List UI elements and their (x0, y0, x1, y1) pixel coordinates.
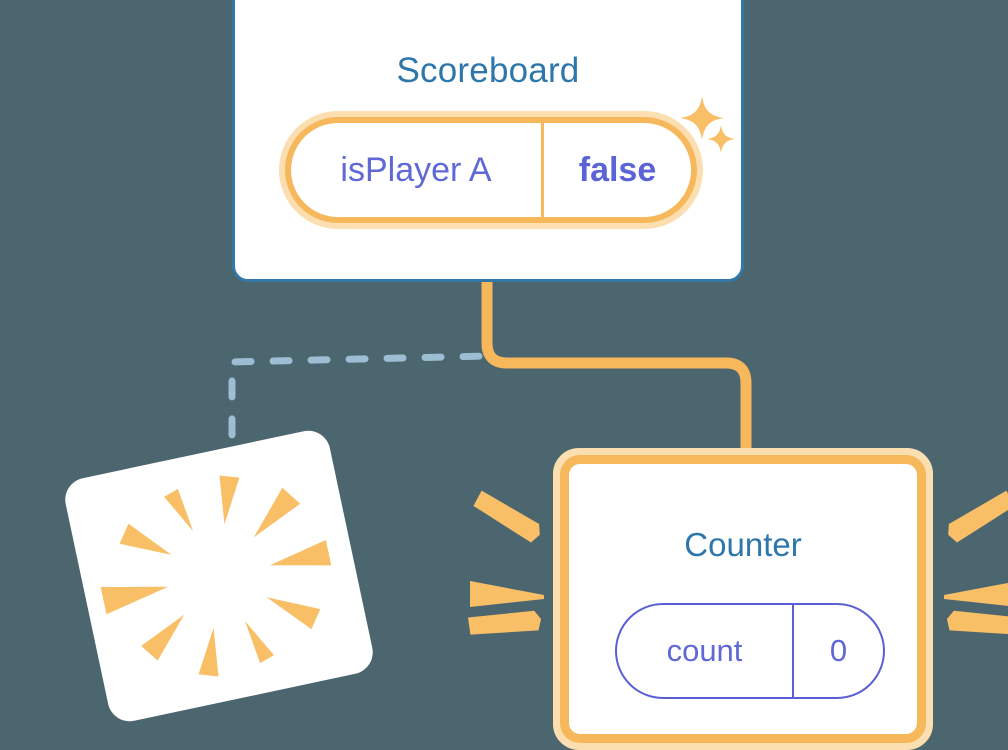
counter-rays-right-icon (944, 490, 1008, 635)
scoreboard-state-value: false (578, 150, 657, 189)
scoreboard-state-pill-inner: isPlayer A false (285, 117, 697, 223)
counter-card-inner: Counter count 0 (560, 455, 926, 743)
counter-state-key: count (666, 633, 743, 668)
burst-rays-icon (100, 475, 332, 677)
sparkle-large-icon (680, 96, 724, 140)
scoreboard-title: Scoreboard (396, 51, 580, 90)
scoreboard-state-pill[interactable]: isPlayer A false (279, 111, 703, 229)
connector-scoreboard-to-counter (481, 282, 752, 470)
counter-state-pill[interactable]: count 0 (615, 603, 885, 699)
scoreboard-state-key: isPlayer A (340, 150, 492, 189)
scoreboard-pill-divider (541, 123, 544, 217)
counter-title: Counter (684, 526, 802, 563)
counter-card[interactable]: Counter count 0 (553, 448, 933, 750)
scoreboard-card[interactable]: Scoreboard isPlayer A false (232, 0, 744, 282)
counter-rays-left-icon (468, 490, 544, 635)
ghost-card[interactable] (61, 426, 377, 726)
counter-state-value: 0 (829, 633, 848, 668)
sparkle-small-icon (707, 125, 735, 153)
counter-pill-divider (792, 605, 794, 697)
connector-scoreboard-to-ghost (228, 284, 491, 474)
